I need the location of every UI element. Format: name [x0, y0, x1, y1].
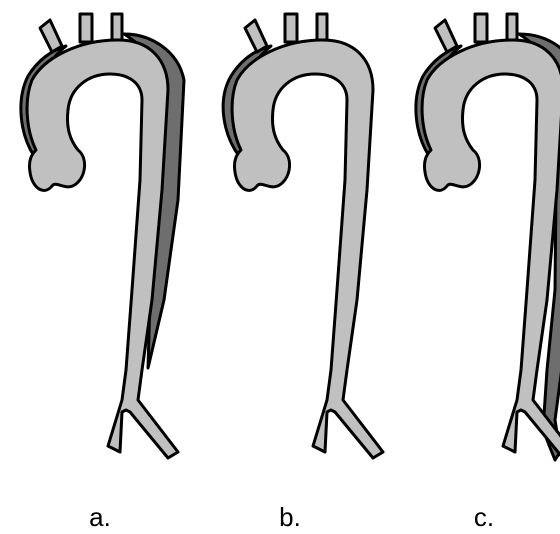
aorta-lumen — [232, 14, 383, 458]
panel-b — [223, 14, 383, 458]
panel-c — [416, 14, 560, 460]
panel-label-a: a. — [89, 502, 111, 532]
aorta-lumen — [27, 14, 178, 458]
panel-label-b: b. — [279, 502, 301, 532]
panel-a — [21, 14, 184, 458]
aorta-lumen — [422, 14, 560, 458]
panel-label-c: c. — [474, 502, 494, 532]
